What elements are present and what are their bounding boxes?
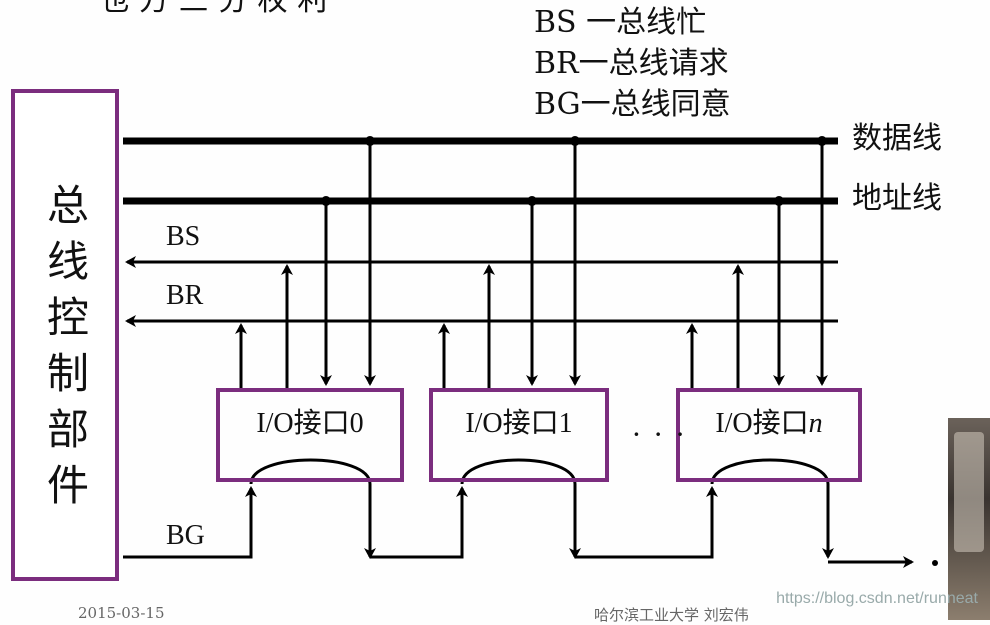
bg-pass-0 bbox=[249, 458, 372, 485]
bg-pass-1 bbox=[460, 458, 577, 485]
cut-off-title: 一 也 方 三 分 权 利 bbox=[60, 0, 328, 18]
data-bus-label: 数据线 bbox=[852, 121, 942, 156]
io-interface-n: I/O接口n bbox=[676, 388, 862, 482]
io-interface-label: I/O接口n bbox=[680, 408, 858, 440]
legend-br: BR一总线请求 bbox=[534, 46, 729, 81]
junction-dot bbox=[527, 196, 537, 206]
io-interface-label: I/O接口0 bbox=[220, 408, 400, 440]
io-interface-0: I/O接口0 bbox=[216, 388, 404, 482]
junction-dot bbox=[817, 136, 827, 146]
watermark: https://blog.csdn.net/runneat bbox=[776, 590, 978, 607]
controller-char: 控 bbox=[46, 293, 89, 342]
controller-char: 总 bbox=[46, 181, 89, 230]
io-interface-prefix: I/O接口 bbox=[465, 408, 559, 439]
bus-controller-box: 总 线 控 制 部 件 bbox=[11, 89, 119, 581]
controller-char: 件 bbox=[46, 461, 89, 510]
io-interface-index: 1 bbox=[558, 408, 573, 439]
junction-dot bbox=[774, 196, 784, 206]
legend-bg: BG一总线同意 bbox=[534, 87, 731, 122]
io-interface-index: 0 bbox=[349, 408, 364, 439]
bg-link-0-1 bbox=[370, 486, 468, 559]
bg-link-1-n bbox=[575, 486, 718, 559]
controller-char: 线 bbox=[46, 237, 89, 286]
ellipsis: · · · bbox=[632, 418, 687, 451]
junction-dot bbox=[365, 136, 375, 146]
footer-org: 哈尔滨工业大学 刘宏伟 bbox=[594, 606, 749, 624]
junction-dot bbox=[570, 136, 580, 146]
bg-label: BG bbox=[166, 520, 205, 551]
legend-bs: BS 一总线忙 bbox=[534, 5, 707, 40]
presenter-video-inset bbox=[948, 418, 990, 620]
bg-pass-n bbox=[710, 458, 830, 485]
footer-date: 2015-03-15 bbox=[78, 604, 165, 622]
io-interface-prefix: I/O接口 bbox=[715, 408, 809, 439]
bs-label: BS bbox=[166, 221, 201, 252]
io-interface-prefix: I/O接口 bbox=[256, 408, 350, 439]
junction-dot bbox=[321, 196, 331, 206]
io-interface-label: I/O接口1 bbox=[433, 408, 605, 440]
address-bus-label: 地址线 bbox=[852, 181, 942, 216]
br-label: BR bbox=[166, 280, 204, 311]
io-interface-1: I/O接口1 bbox=[429, 388, 609, 482]
bg-chain-in bbox=[123, 486, 257, 559]
io-interface-index: n bbox=[808, 408, 823, 439]
controller-char: 制 bbox=[46, 349, 89, 398]
continuation-dot bbox=[932, 560, 938, 566]
controller-char: 部 bbox=[46, 405, 89, 454]
